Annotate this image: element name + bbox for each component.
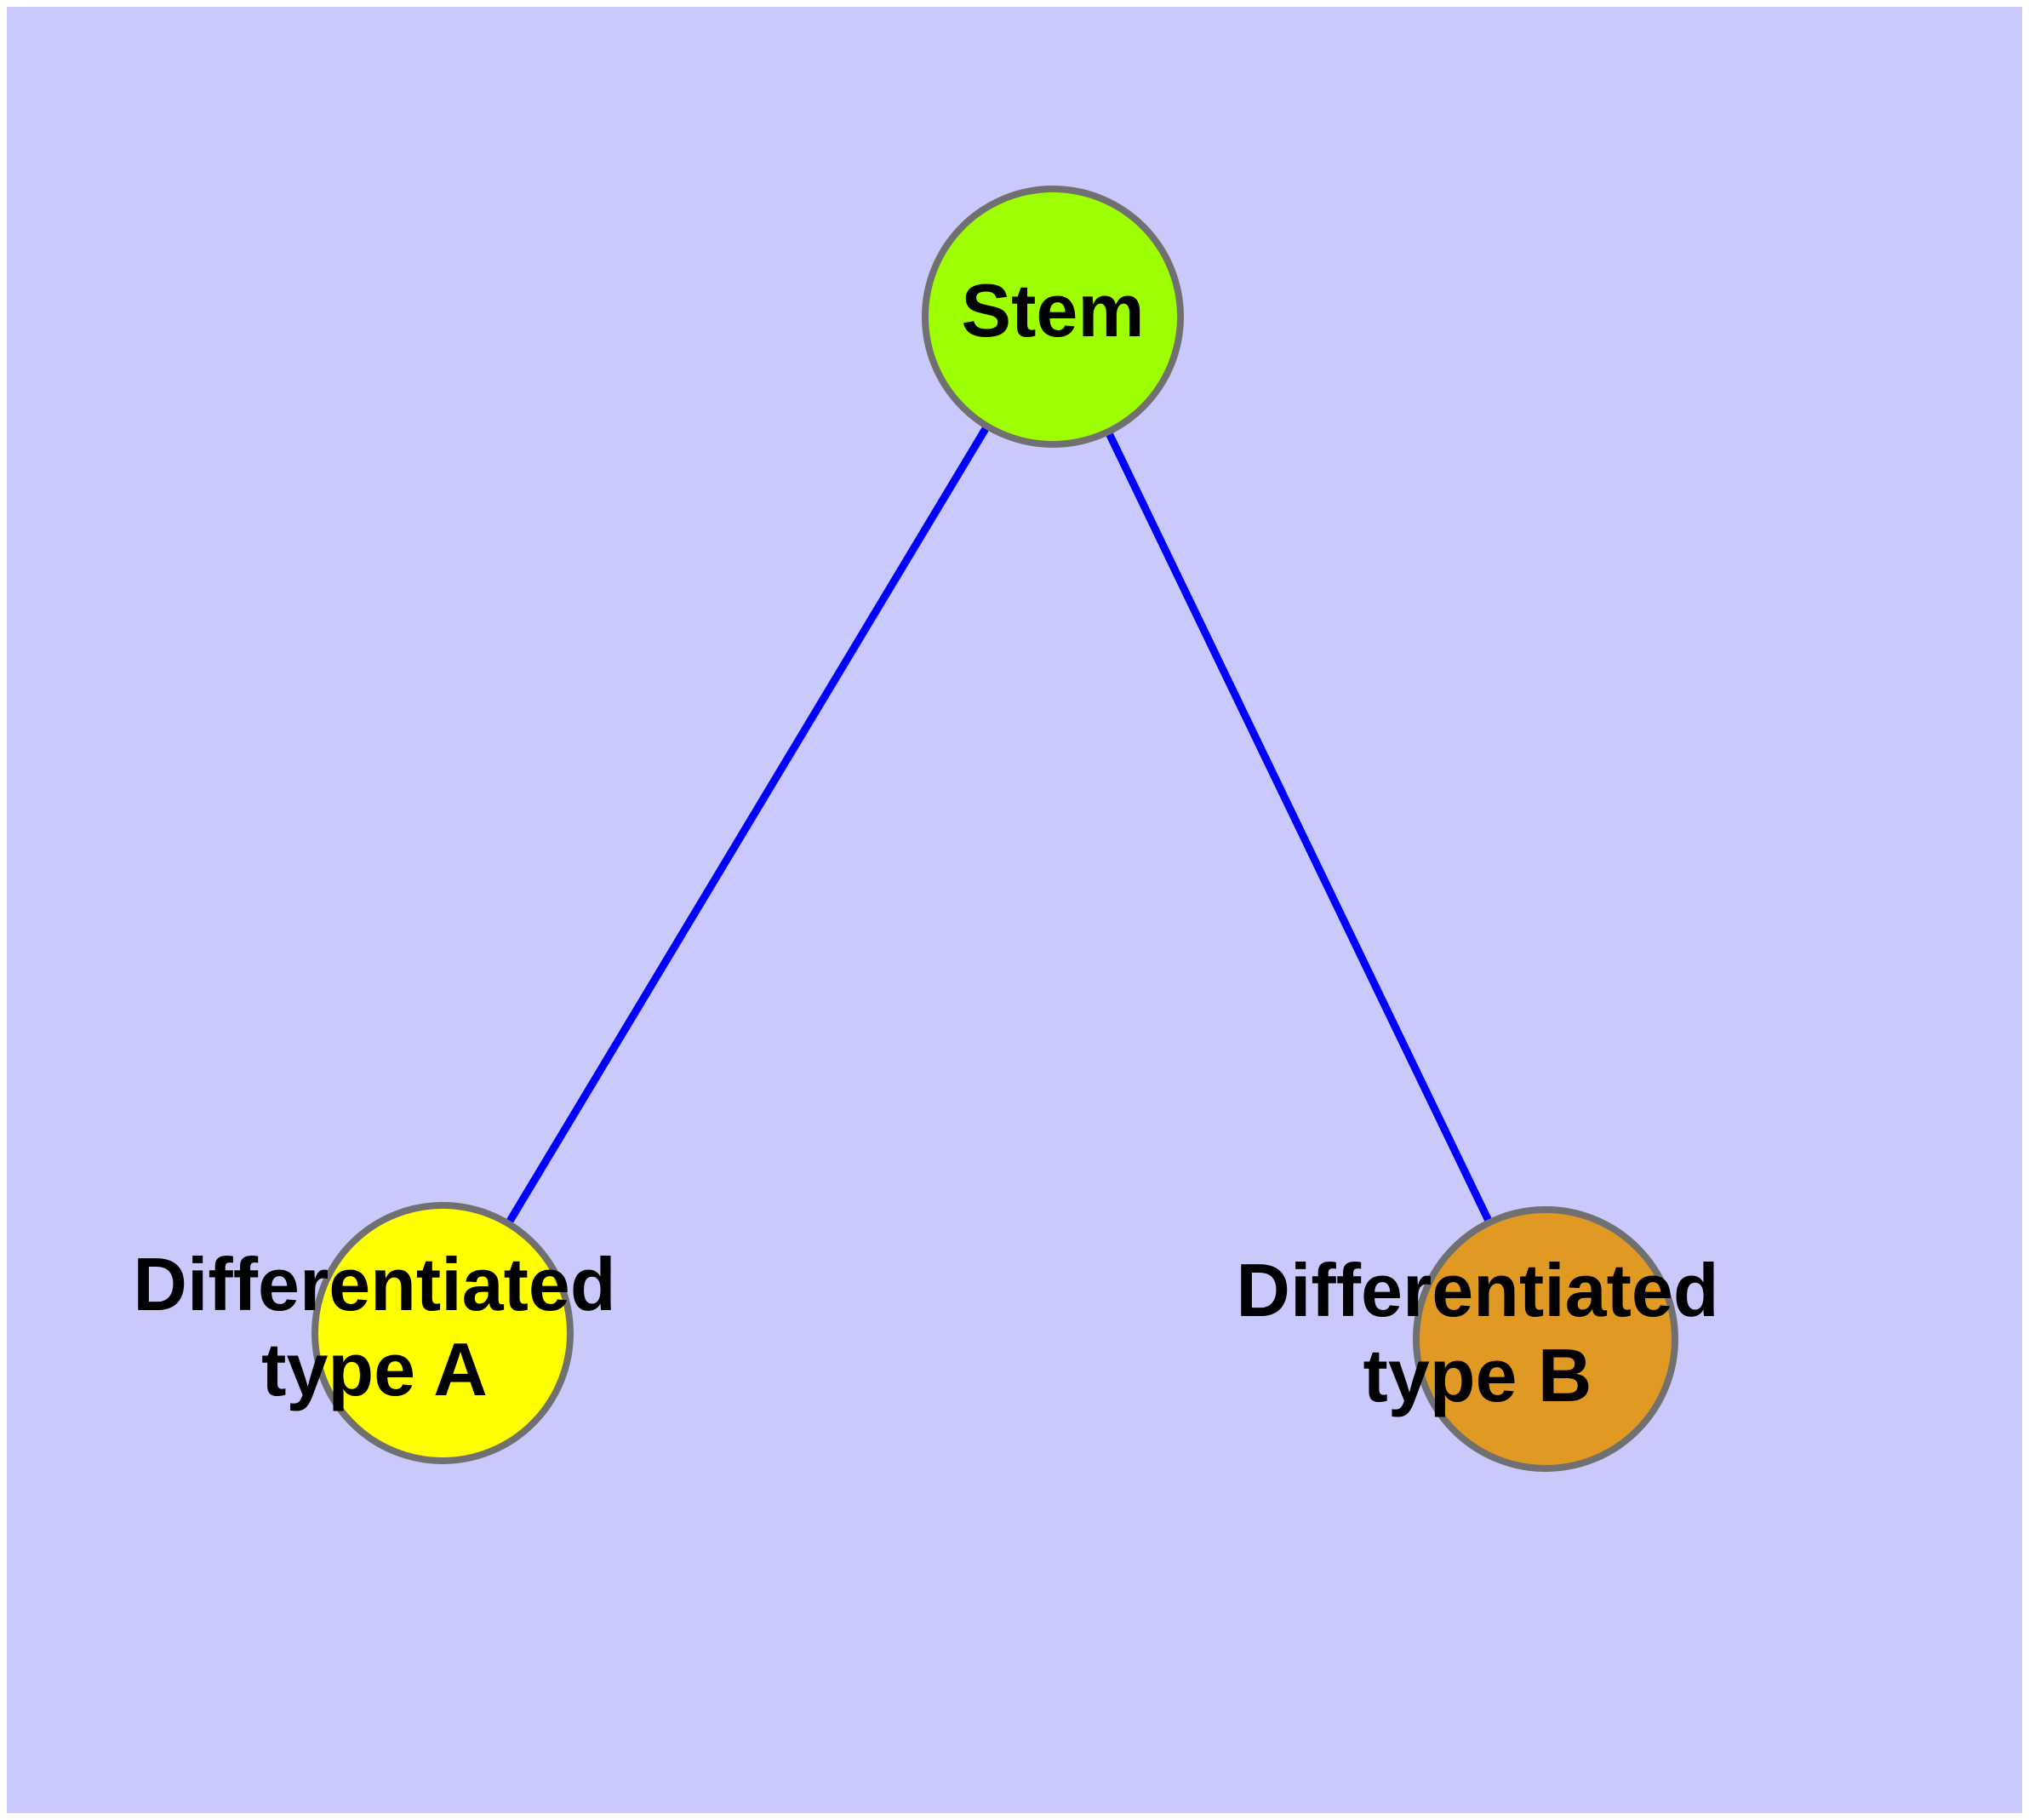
label-line: type B <box>1363 1333 1592 1417</box>
label-line: type A <box>261 1327 488 1411</box>
node-layer <box>311 186 1678 1472</box>
node-stem-label: Stem <box>961 268 1144 352</box>
edge-layer <box>439 314 1550 1341</box>
label-line: Stem <box>961 268 1144 352</box>
label-line: Differentiated <box>133 1242 615 1326</box>
edge-stem-to-diff-a[interactable] <box>439 314 1056 1336</box>
node-differentiated-type-b[interactable] <box>1413 1206 1678 1472</box>
node-stem[interactable] <box>922 186 1184 448</box>
node-differentiated-type-a[interactable] <box>311 1202 574 1464</box>
label-line: Differentiated <box>1236 1248 1718 1332</box>
edge-stem-to-diff-b[interactable] <box>1049 315 1550 1341</box>
